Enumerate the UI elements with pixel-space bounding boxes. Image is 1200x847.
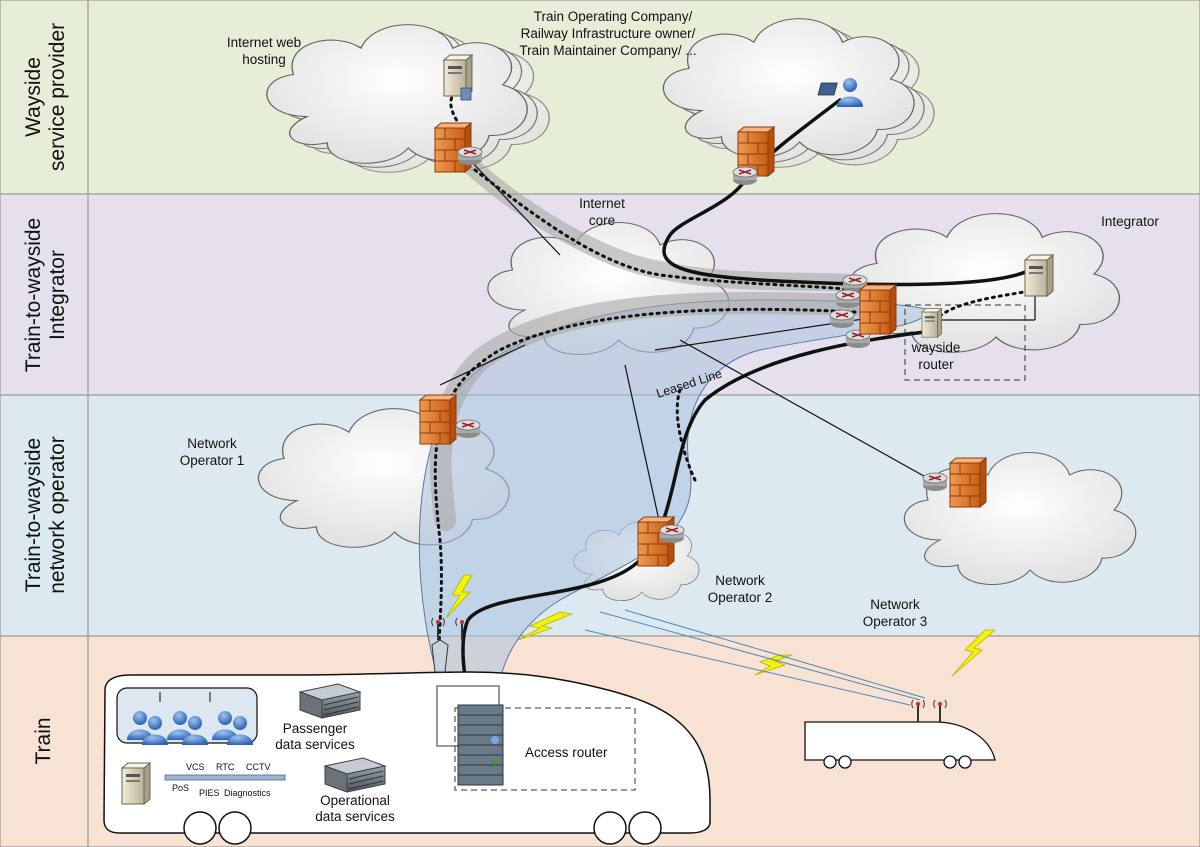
laptop-user-icon	[817, 78, 863, 107]
label-wayside-router-2: router	[918, 357, 954, 372]
router-icon	[457, 146, 483, 166]
label-toc-1: Train Operating Company/	[534, 9, 693, 24]
lightning-icon	[445, 574, 997, 677]
label-rtc: RTC	[216, 762, 235, 772]
firewall-icon	[859, 284, 897, 335]
link-lines	[439, 159, 1036, 526]
router-icon	[455, 419, 481, 439]
label-diagnostics: Diagnostics	[224, 788, 271, 798]
access-router-box	[454, 707, 636, 791]
label-web-hosting-2: hosting	[242, 52, 286, 67]
web-server-icon	[443, 54, 473, 101]
antenna-icon	[159, 692, 211, 702]
rack-server-icon	[457, 704, 504, 786]
firewall-icon	[949, 457, 987, 508]
label-net-op2-2: Operator 2	[708, 590, 773, 605]
label-vcs: VCS	[186, 762, 205, 772]
label-operational-2: data services	[315, 809, 395, 824]
server-icon	[921, 308, 942, 338]
band-title-network-2: network operator	[46, 436, 69, 594]
label-toc-3: Train Maintainer Company/ ...	[519, 43, 696, 58]
band-title-train: Train	[32, 717, 55, 764]
label-pies: PIES	[199, 788, 220, 798]
label-net-op1-1: Network	[187, 436, 237, 451]
label-passenger-1: Passenger	[283, 721, 348, 736]
small-train-wheels	[823, 755, 972, 769]
label-cctv: CCTV	[246, 762, 271, 772]
label-net-op1-2: Operator 1	[180, 453, 245, 468]
router-icon	[732, 166, 758, 186]
label-integrator: Integrator	[1101, 214, 1159, 229]
firewall-icon	[419, 394, 457, 445]
router-icon	[835, 289, 861, 309]
label-web-hosting-1: Internet web	[227, 35, 301, 50]
band-title-integrator-1: Train-to-wayside	[22, 218, 45, 372]
band-title-integrator-2: Integrator	[46, 250, 69, 340]
label-operational-1: Operational	[320, 793, 390, 808]
grey-tube-2	[429, 292, 866, 531]
antenna-mast	[431, 639, 449, 673]
label-net-op2-1: Network	[715, 573, 765, 588]
router-icon	[922, 472, 948, 492]
band-title-wayside-2: service provider	[46, 23, 69, 171]
radio-links	[584, 609, 926, 706]
access-router-label: Access router	[525, 745, 608, 760]
server-icon	[121, 762, 151, 805]
label-pos: PoS	[172, 783, 189, 793]
label-internet-core-2: core	[589, 213, 615, 228]
router-icon	[659, 524, 685, 544]
label-toc-2: Railway Infrastructure owner/	[521, 26, 696, 41]
label-passenger-2: data services	[275, 737, 355, 752]
label-wayside-router-1: wayside	[911, 340, 961, 355]
router-icon	[829, 309, 855, 329]
server-icon	[1024, 254, 1054, 297]
label-net-op3-1: Network	[870, 597, 920, 612]
label-net-op3-2: Operator 3	[863, 614, 928, 629]
band-title-wayside-1: Wayside	[22, 57, 45, 137]
small-train-body	[804, 721, 996, 761]
onboard-bus	[164, 774, 286, 781]
label-internet-core-1: Internet	[579, 196, 625, 211]
band-wayside	[0, 0, 1200, 195]
band-title-network-1: Train-to-wayside	[22, 438, 45, 592]
train-wheels	[183, 811, 662, 845]
